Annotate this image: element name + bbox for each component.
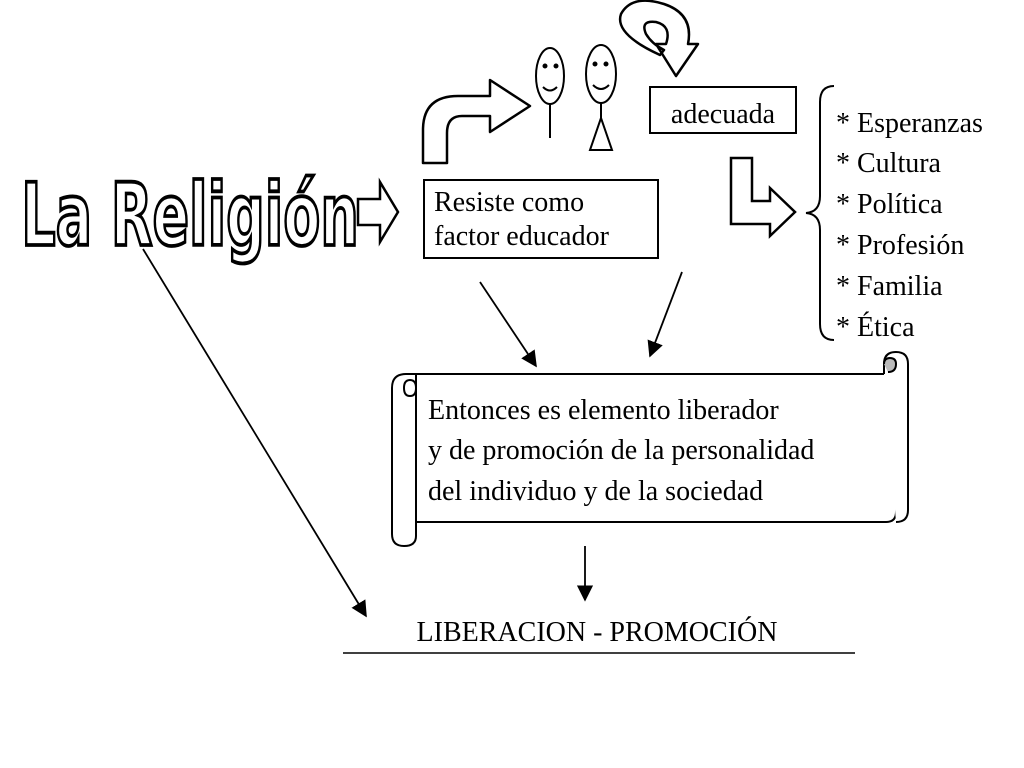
adecuada-label: adecuada bbox=[671, 99, 776, 130]
result-label: LIBERACION - PROMOCIÓN bbox=[417, 617, 778, 648]
title-text: La Religión bbox=[21, 165, 359, 266]
circular-arrow-icon bbox=[618, 0, 700, 78]
list-item-profesion: * Profesión bbox=[836, 230, 964, 261]
list-item-politica: * Política bbox=[836, 189, 943, 220]
arrow-to-scroll-left bbox=[479, 281, 537, 368]
adecuada-box bbox=[649, 86, 797, 134]
arrow-to-scroll-right bbox=[647, 271, 683, 358]
scroll-line-1: Entonces es elemento liberador bbox=[428, 395, 779, 426]
list-item-cultura: * Cultura bbox=[836, 148, 942, 179]
resiste-line-1: Resiste como bbox=[434, 187, 584, 218]
stick-figure-female-icon bbox=[585, 44, 617, 151]
curved-arrow-up-icon bbox=[421, 78, 532, 165]
block-arrow-right-icon bbox=[356, 177, 400, 247]
resiste-box bbox=[423, 179, 659, 259]
curly-brace bbox=[805, 85, 835, 341]
resiste-line-2: factor educador bbox=[434, 221, 610, 252]
list-item-esperanzas: * Esperanzas bbox=[836, 108, 983, 139]
scroll-line-2: y de promoción de la personalidad bbox=[428, 435, 814, 466]
list-item-familia: * Familia bbox=[836, 271, 943, 302]
list-item-etica: * Ética bbox=[836, 312, 915, 343]
scroll-banner bbox=[391, 350, 909, 548]
l-arrow-icon bbox=[729, 156, 797, 239]
stick-figure-male-icon bbox=[535, 47, 565, 138]
arrow-title-to-result bbox=[142, 248, 367, 618]
title-group: La Religión bbox=[20, 163, 361, 267]
scroll-line-3: del individuo y de la sociedad bbox=[428, 476, 763, 507]
